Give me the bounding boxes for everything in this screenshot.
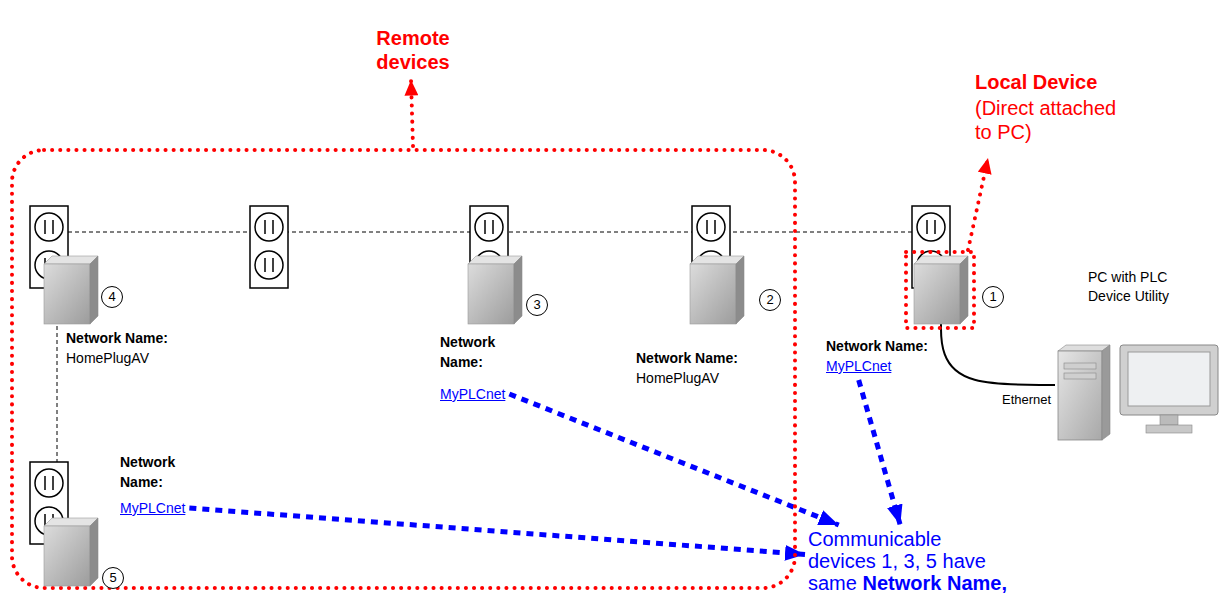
cube-front xyxy=(468,264,514,324)
dotted-outline xyxy=(12,150,795,588)
tower-front xyxy=(1058,351,1102,440)
plc-device: 4Network Name:HomePlugAV xyxy=(44,256,98,324)
cube-outline xyxy=(44,256,98,324)
monitor-frame xyxy=(1120,345,1218,415)
pc-label: PC with PLC Device Utility xyxy=(1088,268,1198,306)
monitor-screen xyxy=(1128,352,1210,406)
cube-top xyxy=(690,256,744,264)
local-device-frame: 1Network Name:MyPLCnetLocal Device(Direc… xyxy=(904,250,976,330)
drive-bay xyxy=(1064,363,1096,369)
cube-front xyxy=(44,526,90,586)
network-name-label: Network Name: xyxy=(440,332,512,372)
cube-outline xyxy=(690,256,744,324)
network-name-label: Network Name: xyxy=(636,348,786,368)
note-text: Communicable devices 1, 3, 5 have sameNe… xyxy=(808,528,1013,594)
callout-number: 3 xyxy=(526,294,548,316)
cube-top xyxy=(468,256,522,264)
region-outline xyxy=(10,148,797,590)
plc-device: 5Network Name:MyPLCnet xyxy=(44,518,98,586)
leader-arrow xyxy=(968,158,988,250)
network-name-value: MyPLCnet xyxy=(120,498,185,518)
region-label: Remote devices xyxy=(356,26,470,74)
cube-side xyxy=(736,256,744,324)
local-device-label: Local Device xyxy=(975,70,1135,94)
network-name-label: Network Name: xyxy=(120,452,192,492)
plc-device: 2Network Name:HomePlugAV xyxy=(690,256,744,324)
monitor-stand xyxy=(1160,415,1178,425)
callout-number: 5 xyxy=(102,567,124,589)
drive-bay xyxy=(1064,373,1096,379)
power-outlet xyxy=(250,206,288,288)
callout-number: 2 xyxy=(759,289,781,311)
callout-number: 1 xyxy=(982,286,1004,308)
cube-outline xyxy=(914,256,968,324)
network-name-value: MyPLCnet xyxy=(440,384,505,404)
network-name-label: Network Name: xyxy=(826,336,946,356)
edge-label: Ethernet xyxy=(1000,392,1053,408)
network-name-label: Network Name: xyxy=(66,328,216,348)
cube-outline xyxy=(44,518,98,586)
cube-top xyxy=(914,256,968,264)
local-device-note: (Direct attached to PC) xyxy=(975,96,1127,144)
cube-top xyxy=(44,256,98,264)
cube-side xyxy=(960,256,968,324)
leader-arrow xyxy=(411,80,413,146)
cube-outline xyxy=(468,256,522,324)
network-arrow xyxy=(859,380,901,525)
cube-side xyxy=(514,256,522,324)
callout-number: 4 xyxy=(101,286,123,308)
network-arrow xyxy=(189,508,805,554)
monitor-base xyxy=(1146,425,1192,433)
remote-devices-region: 4Network Name:HomePlugAV3Network Name:My… xyxy=(10,148,797,590)
cube-front xyxy=(690,264,736,324)
power-line xyxy=(57,326,58,462)
network-arrow xyxy=(509,394,838,525)
note-emphasis: Network Name, xyxy=(863,572,1008,594)
tower-side xyxy=(1102,345,1110,440)
dotted-outline xyxy=(906,252,974,328)
tower-top xyxy=(1058,345,1110,351)
network-name-value: HomePlugAV xyxy=(636,368,719,388)
pc-outline xyxy=(1058,345,1220,440)
ethernet-cable xyxy=(941,324,1055,385)
plc-device: 3Network Name:MyPLCnet xyxy=(468,256,522,324)
pc-computer: PC with PLC Device Utility xyxy=(1058,345,1220,440)
cube-front xyxy=(914,264,960,324)
plc-device: 1Network Name:MyPLCnet xyxy=(914,256,968,324)
cube-side xyxy=(90,256,98,324)
cube-front xyxy=(44,264,90,324)
cube-top xyxy=(44,518,98,526)
network-name-value: HomePlugAV xyxy=(66,348,149,368)
cube-side xyxy=(90,518,98,586)
network-name-value: MyPLCnet xyxy=(826,356,891,376)
